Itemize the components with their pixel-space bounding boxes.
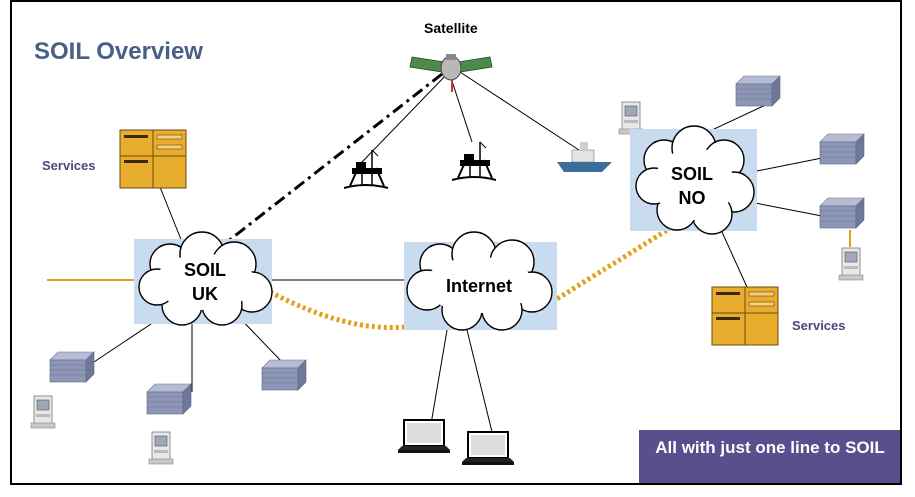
satellite-icon (409, 54, 493, 92)
soil-no-cloud (635, 125, 755, 235)
building-icon (819, 197, 865, 229)
laptop-icon (397, 419, 451, 454)
building-icon (735, 75, 781, 107)
server-icon (119, 129, 187, 189)
internet-label: Internet (445, 276, 512, 296)
internet-no-link (550, 224, 674, 305)
network-diagram (30, 54, 865, 466)
soil-uk-line1: SOIL (183, 260, 226, 280)
oil-rig-icon (451, 141, 497, 181)
diagram-frame: SOIL Overview Satellite Services Service… (10, 0, 902, 485)
building-icon (261, 359, 307, 391)
laptop-icon (461, 431, 515, 466)
satellite-link (226, 72, 443, 244)
terminal-icon (838, 247, 864, 281)
callout-box: All with just one line to SOIL (639, 430, 900, 483)
services-label-left: Services (42, 158, 96, 173)
services-label-right: Services (792, 318, 846, 333)
internet-cloud (406, 231, 553, 331)
satellite-label: Satellite (424, 20, 478, 36)
building-icon (49, 351, 95, 383)
soil-uk-label: SOIL UK (160, 258, 250, 306)
soil-uk-cloud (138, 231, 273, 326)
terminal-icon (148, 431, 174, 465)
soil-no-line1: SOIL (670, 164, 713, 184)
page-title: SOIL Overview (34, 38, 203, 65)
server-icon (711, 286, 779, 346)
building-icon (819, 133, 865, 165)
uk-internet-link (268, 289, 405, 331)
building-icon (146, 383, 192, 415)
terminal-icon (30, 395, 56, 429)
soil-uk-line2: UK (192, 284, 218, 304)
oil-rig-icon (343, 149, 389, 189)
soil-no-label: SOIL NO (652, 162, 732, 210)
ship-icon (557, 142, 612, 172)
soil-no-line2: NO (678, 188, 706, 208)
